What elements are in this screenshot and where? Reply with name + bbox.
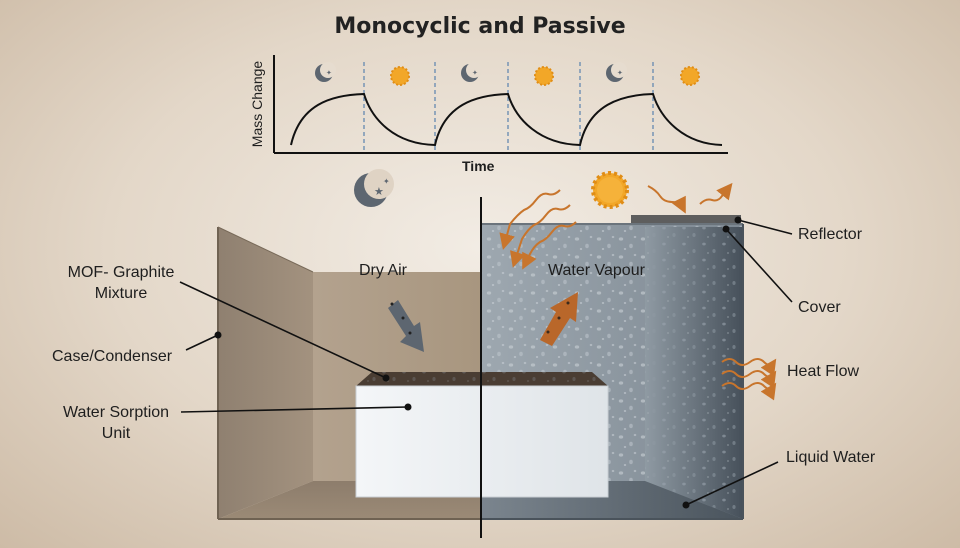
label-heat-flow: Heat Flow xyxy=(787,363,860,380)
leader-liquid-water xyxy=(685,461,779,506)
dry-air-arrow xyxy=(388,300,424,352)
svg-text:✦: ✦ xyxy=(383,177,390,186)
sun-icon xyxy=(591,171,629,209)
sun-icon xyxy=(534,66,554,86)
leader-dots xyxy=(214,216,742,509)
label-mof-graphite: MOF- Graphite Mixture xyxy=(67,264,175,302)
label-reflector: Reflector xyxy=(798,226,863,243)
moon-icon: ✦ xyxy=(315,62,336,82)
phase-dividers xyxy=(363,62,654,150)
mass-change-curve xyxy=(290,92,723,147)
leader-case xyxy=(185,334,219,351)
moon-icon: ✦ xyxy=(606,62,627,82)
case-left-wall xyxy=(218,227,313,519)
leader-unit xyxy=(180,406,409,413)
sun-icon xyxy=(390,66,410,86)
solar-radiation-arrows xyxy=(499,182,733,270)
label-case-condenser: Case/Condenser xyxy=(52,348,173,365)
svg-text:★: ★ xyxy=(374,185,384,198)
svg-text:✦: ✦ xyxy=(472,69,478,77)
reflector-plate xyxy=(631,215,741,223)
leader-lines xyxy=(179,219,793,506)
label-water-vapour: Water Vapour xyxy=(548,262,645,279)
leader-mof xyxy=(179,281,387,379)
water-vapour-arrow xyxy=(540,292,578,346)
label-dry-air: Dry Air xyxy=(359,262,407,279)
graph-x-label: Time xyxy=(462,158,495,174)
heat-flow-arrows xyxy=(721,358,777,401)
leader-reflector xyxy=(737,219,793,235)
label-cover: Cover xyxy=(798,299,841,316)
sun-icon xyxy=(680,66,700,86)
moon-icon: ✦ xyxy=(461,62,482,82)
leader-cover xyxy=(725,228,793,303)
label-water-sorption-unit: Water Sorption Unit xyxy=(62,404,170,442)
label-liquid-water: Liquid Water xyxy=(786,449,876,466)
mass-change-graph: ✦ ✦ ✦ xyxy=(273,55,728,154)
moon-icon: ★ ✦ xyxy=(354,169,394,207)
graph-y-label: Mass Change xyxy=(249,60,265,148)
svg-text:✦: ✦ xyxy=(617,69,623,77)
diagram-title: Monocyclic and Passive xyxy=(334,14,626,39)
svg-text:✦: ✦ xyxy=(326,69,332,77)
